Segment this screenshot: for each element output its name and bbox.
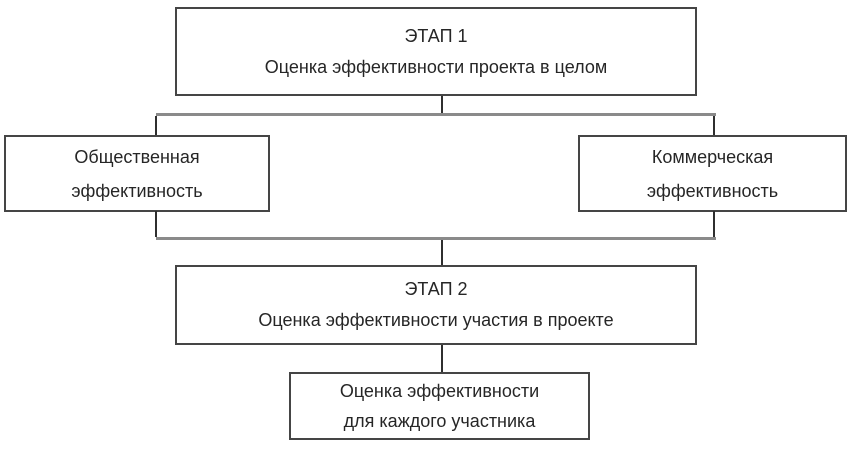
- connector-to-stage2: [441, 240, 443, 265]
- stage2-title: ЭТАП 2: [404, 279, 468, 299]
- stage1-description: Оценка эффективности проекта в целом: [264, 56, 608, 77]
- stage1-box: ЭТАП 1 Оценка эффективности проекта в це…: [175, 7, 697, 96]
- social-efficiency-line1: Общественная: [74, 146, 200, 167]
- stage2-box: ЭТАП 2 Оценка эффективности участия в пр…: [175, 265, 697, 345]
- connector-stage1-down: [441, 96, 443, 114]
- commercial-efficiency-line1: Коммерческая: [651, 146, 774, 167]
- connector-from-commercial-box: [713, 211, 715, 237]
- participant-evaluation-line2: для каждого участника: [343, 411, 536, 431]
- commercial-efficiency-box: Коммерческая эффективность: [578, 135, 847, 212]
- commercial-efficiency-line2: эффективность: [646, 180, 779, 201]
- participant-evaluation-line1: Оценка эффективности: [339, 381, 540, 401]
- social-efficiency-line2: эффективность: [71, 180, 203, 201]
- connector-stage2-down: [441, 345, 443, 372]
- connector-from-social-box: [155, 211, 157, 237]
- stage2-description: Оценка эффективности участия в проекте: [258, 310, 614, 330]
- connector-merge-rail: [156, 237, 716, 240]
- connector-to-social-box: [155, 116, 157, 136]
- participant-evaluation-box: Оценка эффективности для каждого участни…: [289, 372, 590, 440]
- social-efficiency-box: Общественная эффективность: [4, 135, 270, 212]
- stage1-title: ЭТАП 1: [404, 25, 468, 46]
- connector-branch-rail: [156, 113, 716, 116]
- connector-to-commercial-box: [713, 116, 715, 136]
